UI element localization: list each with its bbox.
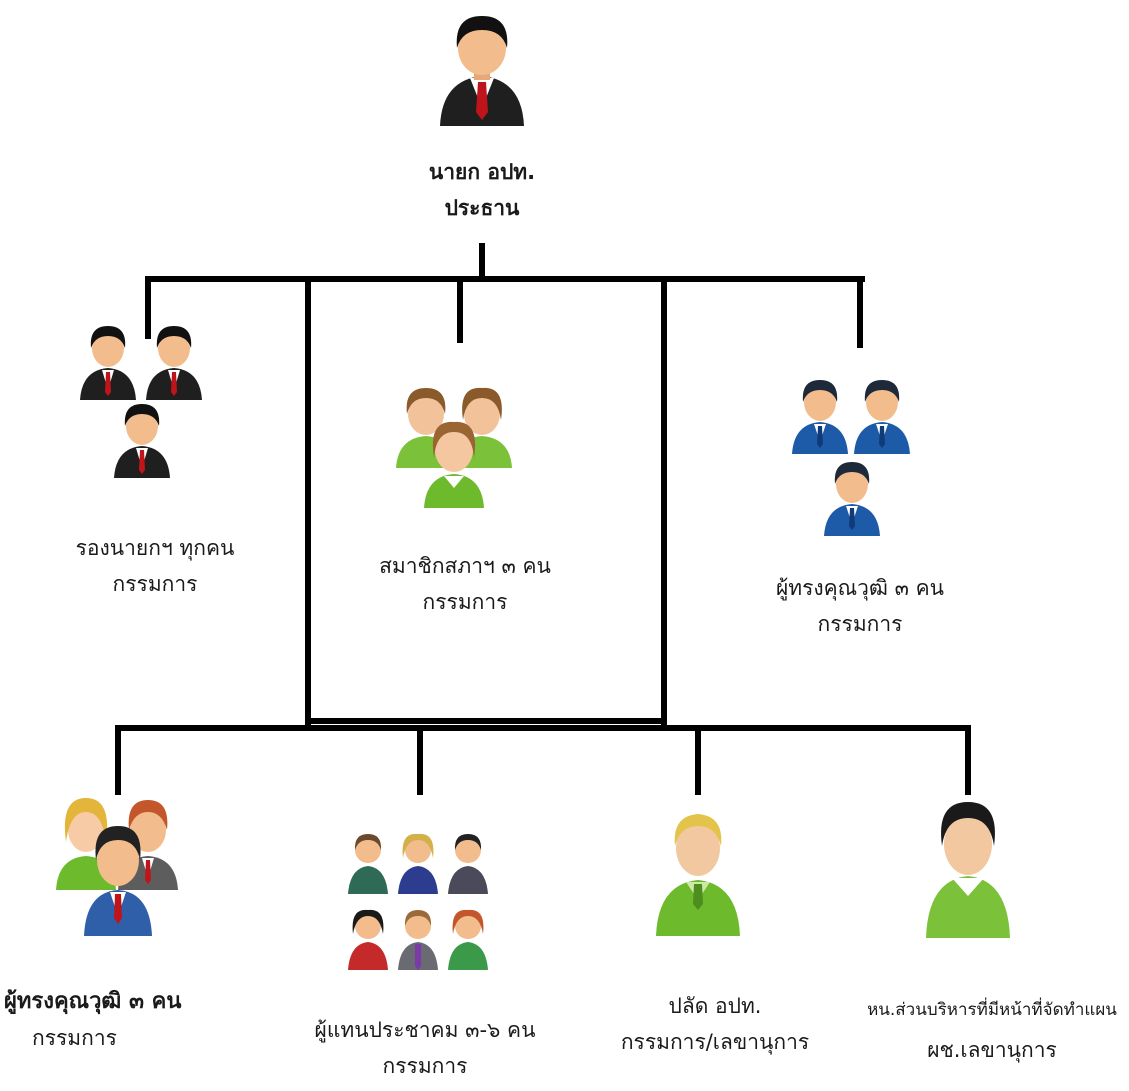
chairman-icon xyxy=(440,16,524,126)
community-representatives-icon xyxy=(348,833,488,970)
tier2-role-2: กรรมการ xyxy=(422,590,508,614)
tier3-role-3: กรรมการ/เลขานุการ xyxy=(620,1030,810,1054)
tier3-title-3: ปลัด อปท. xyxy=(668,994,762,1018)
deputy-mayors-group-icon xyxy=(80,326,202,478)
root-label: นายก อปท. ประธาน xyxy=(382,154,582,226)
tier3-label-2: ผู้แทนประชาคม ๓-๖ คน กรรมการ xyxy=(290,1012,560,1084)
tier3-role-2: กรรมการ xyxy=(382,1054,468,1078)
tier3-label-3: ปลัด อปท. กรรมการ/เลขานุการ xyxy=(600,988,830,1060)
tier2-title-2: สมาชิกสภาฯ ๓ คน xyxy=(379,554,551,578)
tier3-role-4: ผช.เลขานุการ xyxy=(927,1038,1057,1062)
experts-group-icon-top xyxy=(792,380,910,536)
tier3-title-1: ผู้ทรงคุณวุฒิ ๓ คน xyxy=(4,989,182,1014)
root-role: ประธาน xyxy=(444,196,520,220)
tier2-title-3: ผู้ทรงคุณวุฒิ ๓ คน xyxy=(775,576,945,600)
tier3-role-1: กรรมการ xyxy=(32,1026,117,1050)
tier2-label-1: รองนายกฯ ทุกคน กรรมการ xyxy=(40,530,270,602)
experts-group-icon-bottom xyxy=(56,798,178,936)
root-title: นายก อปท. xyxy=(428,160,536,184)
tier2-label-2: สมาชิกสภาฯ ๓ คน กรรมการ xyxy=(350,548,580,620)
planning-head-icon xyxy=(926,802,1010,938)
tier3-title-2: ผู้แทนประชาคม ๓-๖ คน xyxy=(314,1018,536,1042)
permanent-secretary-icon xyxy=(656,814,740,936)
tier3-title-4: หน.ส่วนบริหารที่มีหน้าที่จัดทำแผน xyxy=(867,1000,1117,1020)
tier3-label-1: ผู้ทรงคุณวุฒิ ๓ คน กรรมการ xyxy=(4,984,204,1056)
tier3-label-4: หน.ส่วนบริหารที่มีหน้าที่จัดทำแผน ผช.เลข… xyxy=(862,990,1122,1070)
tier2-title-1: รองนายกฯ ทุกคน xyxy=(75,536,235,560)
tier2-label-3: ผู้ทรงคุณวุฒิ ๓ คน กรรมการ xyxy=(740,570,980,642)
council-members-group-icon xyxy=(396,387,512,508)
tier2-role-1: กรรมการ xyxy=(112,572,198,596)
tier2-role-3: กรรมการ xyxy=(817,612,903,636)
